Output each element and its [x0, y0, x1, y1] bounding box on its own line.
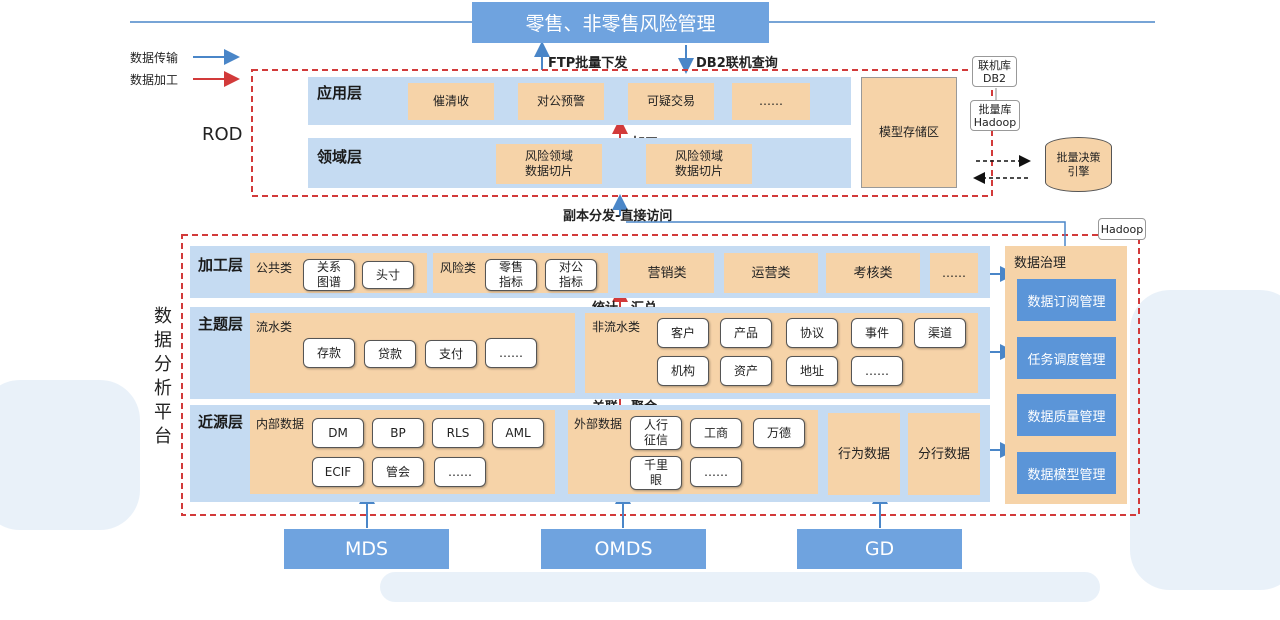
source-layer-title: 近源层 [198, 413, 244, 431]
branch-data-box: 分行数据 [908, 413, 980, 495]
db2-label: DB2联机查询 [696, 56, 778, 71]
domain-item-risk-slice-2: 风险领域 数据切片 [646, 144, 752, 184]
flow-item-loan: 贷款 [364, 340, 416, 368]
external-item-qianliyan: 千里 眼 [630, 456, 682, 490]
online-db-tag: 联机库 DB2 [972, 56, 1017, 87]
nonflow-item-product: 产品 [720, 318, 772, 348]
app-item-corporate-warning: 对公预警 [518, 83, 604, 120]
internal-item-ecif: ECIF [312, 457, 364, 487]
legend-process-label: 数据加工 [130, 73, 179, 87]
nonflow-item-agreement: 协议 [786, 318, 838, 348]
governance-quality: 数据质量管理 [1017, 394, 1116, 436]
risk-item-corporate-indicator: 对公 指标 [545, 259, 597, 291]
risk-group-label: 风险类 [440, 261, 477, 275]
internal-item-management: 管会 [372, 457, 424, 487]
nonflow-item-institution: 机构 [657, 356, 709, 386]
flow-item-payment: 支付 [425, 340, 477, 368]
nonflow-item-event: 事件 [851, 318, 903, 348]
background-wave-bottom [380, 572, 1100, 602]
decision-engine-cylinder: 批量决策引擎 [1045, 137, 1112, 192]
ftp-label: FTP批量下发 [548, 56, 628, 71]
internal-item-bp: BP [372, 418, 424, 448]
public-group-label: 公共类 [256, 261, 293, 275]
app-item-more: …… [732, 83, 810, 120]
hadoop-tag: Hadoop [1098, 218, 1146, 240]
domain-layer-title: 领域层 [317, 148, 363, 166]
behavior-data-box: 行为数据 [828, 413, 900, 495]
nonflow-group [585, 313, 978, 393]
flow-item-more: …… [485, 338, 537, 368]
nonflow-item-customer: 客户 [657, 318, 709, 348]
nonflow-item-channel: 渠道 [914, 318, 966, 348]
external-item-pboc-credit: 人行 征信 [630, 416, 682, 450]
external-group-label: 外部数据 [574, 417, 623, 431]
public-item-relation-graph: 关系 图谱 [303, 259, 355, 291]
app-item-collection: 催清收 [408, 83, 494, 120]
nonflow-group-label: 非流水类 [592, 320, 641, 334]
internal-item-dm: DM [312, 418, 364, 448]
governance-subscription: 数据订阅管理 [1017, 279, 1116, 321]
external-item-more: …… [690, 457, 742, 487]
legend-transfer-label: 数据传输 [130, 51, 179, 65]
rod-label: ROD [202, 124, 243, 145]
app-item-suspicious-transaction: 可疑交易 [628, 83, 714, 120]
nonflow-item-more: …… [851, 356, 903, 386]
governance-model: 数据模型管理 [1017, 452, 1116, 494]
internal-item-more: …… [434, 457, 486, 487]
batch-db-tag: 批量库 Hadoop [970, 100, 1020, 131]
source-omds: OMDS [541, 529, 706, 569]
processing-item-operation: 运营类 [724, 253, 818, 293]
external-item-wind: 万德 [753, 418, 805, 448]
processing-item-assessment: 考核类 [826, 253, 920, 293]
domain-item-risk-slice-1: 风险领域 数据切片 [496, 144, 602, 184]
internal-item-rls: RLS [432, 418, 484, 448]
source-gd: GD [797, 529, 962, 569]
theme-layer-title: 主题层 [198, 315, 244, 333]
external-item-business: 工商 [690, 418, 742, 448]
public-item-position: 头寸 [362, 261, 414, 289]
flow-item-deposit: 存款 [303, 338, 355, 368]
risk-item-retail-indicator: 零售 指标 [485, 259, 537, 291]
internal-group-label: 内部数据 [256, 417, 305, 431]
processing-layer-title: 加工层 [198, 256, 244, 274]
flow-group-label: 流水类 [256, 320, 293, 334]
governance-scheduling: 任务调度管理 [1017, 337, 1116, 379]
model-store-box: 模型存储区 [861, 77, 957, 188]
source-mds: MDS [284, 529, 449, 569]
platform-label: 数 据 分 析 平 台 [154, 306, 172, 447]
background-wave-right [1130, 290, 1280, 590]
processing-item-more: …… [930, 253, 978, 293]
copy-distribution-label: 副本分发-直接访问 [563, 209, 673, 224]
background-wave-left [0, 380, 140, 530]
processing-item-marketing: 营销类 [620, 253, 714, 293]
internal-item-aml: AML [492, 418, 544, 448]
nonflow-item-address: 地址 [786, 356, 838, 386]
app-layer-title: 应用层 [317, 84, 363, 102]
top-title-box: 零售、非零售风险管理 [472, 2, 769, 43]
nonflow-item-asset: 资产 [720, 356, 772, 386]
governance-title: 数据治理 [1014, 256, 1067, 271]
